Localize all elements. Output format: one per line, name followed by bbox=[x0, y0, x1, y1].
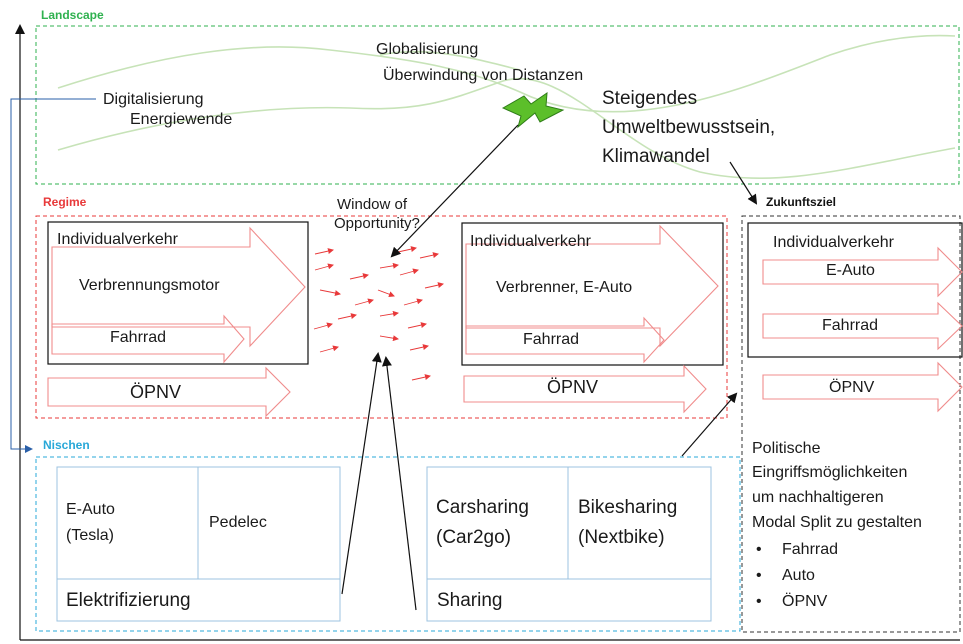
arrow-oepnv-ziel bbox=[762, 361, 963, 413]
time-axis bbox=[15, 24, 960, 641]
klimawandel-text: Klimawandel bbox=[602, 146, 710, 167]
carsharing-line-2: (Car2go) bbox=[436, 527, 511, 548]
digitalisierung-connector bbox=[10, 98, 96, 453]
regime-label: Regime bbox=[43, 195, 87, 209]
landscape-curves bbox=[57, 34, 956, 180]
niche-boxes bbox=[56, 466, 712, 622]
policy-line-3: um nachhaltigeren bbox=[752, 489, 884, 506]
zukunftsziel-label: Zukunftsziel bbox=[766, 195, 837, 209]
regime-current-public: ÖPNV bbox=[130, 382, 182, 402]
bullet-dot-1: • bbox=[756, 541, 762, 558]
zukunftsziel-frame bbox=[741, 215, 961, 633]
arrow-fahrrad-transition bbox=[465, 316, 665, 364]
regime-current-bike: Fahrrad bbox=[110, 329, 167, 346]
nischen-frame bbox=[35, 456, 741, 632]
regime-transition-motor: Verbrenner, E-Auto bbox=[496, 279, 633, 296]
bullet-dot-3: • bbox=[756, 593, 762, 610]
regime-transition-box bbox=[461, 222, 724, 366]
umweltbewusstsein-text: Umweltbewusstsein, bbox=[602, 117, 776, 138]
policy-line-2: Eingriffsmöglichkeiten bbox=[752, 464, 908, 481]
regime-current-title: Individualverkehr bbox=[57, 231, 178, 248]
sharing-footer: Sharing bbox=[437, 590, 503, 611]
window-arrows bbox=[313, 246, 444, 381]
opportunity-text: Opportunity? bbox=[334, 215, 420, 232]
regime-transition-title: Individualverkehr bbox=[470, 233, 591, 250]
landscape-frame bbox=[35, 25, 960, 185]
arrow-oepnv-current bbox=[47, 366, 291, 418]
arrow-fahrrad-current bbox=[51, 314, 245, 364]
ziel-bike: Fahrrad bbox=[822, 317, 879, 334]
ziel-title: Individualverkehr bbox=[773, 234, 894, 251]
bullet-auto: Auto bbox=[782, 567, 815, 584]
arrow-verbrenner-eauto bbox=[465, 224, 719, 348]
regime-transition-public: ÖPNV bbox=[547, 377, 599, 397]
bullet-dot-2: • bbox=[756, 567, 762, 584]
regime-current-motor: Verbrennungsmotor bbox=[79, 277, 220, 294]
bullet-fahrrad: Fahrrad bbox=[782, 541, 839, 558]
digitalisierung-text: Digitalisierung bbox=[103, 91, 204, 108]
steigendes-text: Steigendes bbox=[602, 88, 698, 109]
block-arrows bbox=[47, 224, 963, 418]
policy-line-4: Modal Split zu gestalten bbox=[752, 514, 922, 531]
zukunftsziel-box bbox=[747, 222, 963, 358]
bullet-oepnv: ÖPNV bbox=[782, 593, 828, 610]
arrow-eauto-ziel bbox=[762, 246, 963, 298]
ueberwindung-text: Überwindung von Distanzen bbox=[383, 67, 584, 84]
carsharing-line-1: Carsharing bbox=[436, 497, 529, 518]
energiewende-text: Energiewende bbox=[130, 111, 233, 128]
ziel-public: ÖPNV bbox=[829, 379, 875, 396]
arrow-fahrrad-ziel bbox=[762, 301, 963, 351]
landscape-label: Landscape bbox=[41, 8, 104, 22]
eauto-line-2: (Tesla) bbox=[66, 527, 115, 544]
arrow-oepnv-transition bbox=[463, 364, 707, 414]
lightning-icon bbox=[501, 91, 565, 129]
pedelec-text: Pedelec bbox=[209, 514, 267, 531]
arrow-verbrennungsmotor bbox=[51, 226, 306, 348]
bikesharing-line-2: (Nextbike) bbox=[578, 527, 665, 548]
elektrifizierung-footer: Elektrifizierung bbox=[66, 590, 191, 611]
nischen-label: Nischen bbox=[43, 438, 90, 452]
regime-current-box bbox=[47, 221, 309, 365]
window-of-text: Window of bbox=[337, 196, 408, 213]
ziel-auto: E-Auto bbox=[826, 262, 875, 279]
regime-transition-bike: Fahrrad bbox=[523, 331, 580, 348]
globalisierung-text: Globalisierung bbox=[376, 41, 479, 58]
regime-frame bbox=[35, 215, 728, 419]
eauto-line-1: E-Auto bbox=[66, 501, 115, 518]
policy-line-1: Politische bbox=[752, 440, 821, 457]
bikesharing-line-1: Bikesharing bbox=[578, 497, 678, 518]
connector-arrows bbox=[341, 124, 758, 611]
